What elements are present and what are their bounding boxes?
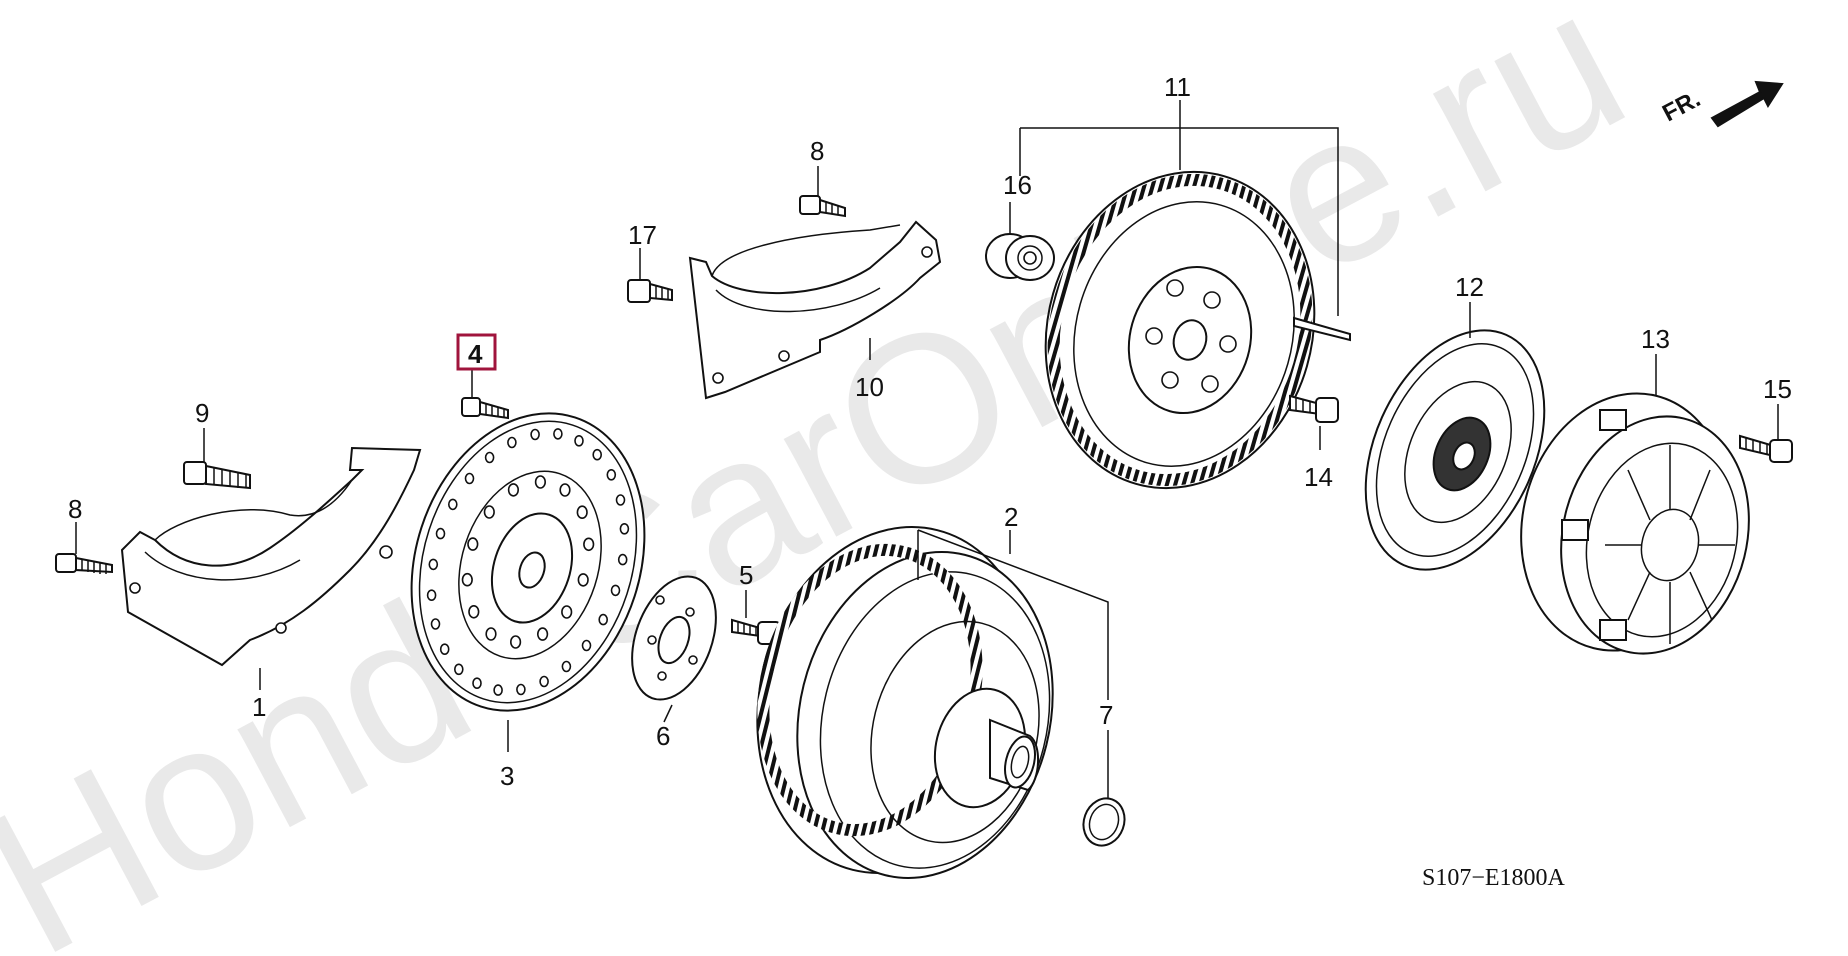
direction-label: FR. (1658, 85, 1705, 127)
part-9-bolt[interactable] (183, 461, 251, 490)
drive-plate-hole (534, 475, 547, 489)
part-11-flywheel[interactable] (1009, 140, 1351, 520)
leader-lines (75, 100, 1779, 798)
drive-plate-hole (468, 604, 480, 619)
drive-plate-hole (610, 584, 621, 597)
drive-plate-hole (577, 573, 589, 587)
drive-plate-hole (598, 613, 609, 626)
part-13-pressure-plate[interactable] (1495, 371, 1774, 674)
drive-plate-hole (507, 436, 517, 449)
part-12-clutch-disc[interactable] (1331, 302, 1580, 597)
drive-plate-hole (428, 558, 439, 571)
part-8-bolt-left[interactable] (55, 553, 113, 574)
drive-plate-hole (530, 428, 540, 441)
part-3-drive-plate[interactable] (375, 383, 682, 741)
drive-plate-hole (559, 483, 571, 497)
drive-plate-hole (509, 635, 522, 649)
part-10-upper-cover[interactable] (688, 220, 942, 400)
callout-16[interactable]: 16 (1003, 170, 1032, 200)
drive-plate-hole (539, 675, 549, 688)
callout-2[interactable]: 2 (1004, 502, 1018, 532)
callout-10[interactable]: 10 (855, 372, 884, 402)
drive-plate-hole (467, 537, 479, 551)
drive-plate-hole (461, 572, 473, 587)
part-1-lower-cover[interactable] (120, 446, 422, 667)
callout-9[interactable]: 9 (195, 398, 209, 428)
drive-plate-hole (483, 505, 495, 519)
drive-plate-hole (536, 627, 549, 641)
part-2-torque-converter[interactable] (722, 498, 1087, 906)
callout-3[interactable]: 3 (500, 761, 514, 791)
diagram-code: S107−E1800A (1422, 865, 1566, 891)
callout-12[interactable]: 12 (1455, 272, 1484, 302)
callout-14[interactable]: 14 (1304, 462, 1333, 492)
drive-plate-hole (576, 505, 588, 520)
drive-plate-hole (619, 522, 630, 535)
part-6-spacer-plate[interactable] (616, 565, 731, 711)
drive-plate-hole (574, 434, 584, 447)
drive-plate-hole (592, 448, 603, 461)
drive-plate-hole (617, 553, 628, 566)
drive-plate-hole (516, 683, 526, 696)
callout-6[interactable]: 6 (656, 721, 670, 751)
drive-plate-hole (615, 494, 626, 506)
part-7-o-ring[interactable] (1077, 793, 1131, 852)
drive-plate-hole (507, 483, 520, 497)
drive-plate-hole (485, 627, 497, 641)
drive-plate-hole (430, 618, 441, 630)
drive-plate-hole (553, 428, 563, 440)
callout-11[interactable]: 11 (1164, 72, 1191, 102)
callout-15[interactable]: 15 (1763, 374, 1792, 404)
drive-plate-hole (439, 643, 450, 656)
highlight-box (456, 333, 497, 371)
drive-plate-hole (464, 472, 475, 485)
part-5-bolt[interactable] (731, 618, 781, 645)
callout-5[interactable]: 5 (739, 560, 753, 590)
drive-plate-hole (581, 639, 592, 652)
front-direction-indicator: FR. (1658, 80, 1784, 128)
callout-17[interactable]: 17 (628, 220, 657, 250)
drive-plate-hole (426, 589, 437, 602)
callout-1[interactable]: 1 (252, 692, 266, 722)
drive-plate-hole (472, 677, 482, 690)
drive-plate-hole (435, 527, 446, 540)
part-17-bolt[interactable] (627, 279, 673, 303)
drive-plate-hole (447, 498, 458, 511)
drive-plate-hole (493, 684, 503, 696)
drive-plate-hole (561, 605, 573, 619)
part-16-pilot-bearing[interactable] (985, 233, 1055, 281)
drive-plate-hole (484, 451, 495, 464)
drive-plate-hole (606, 468, 617, 481)
callout-8-top[interactable]: 8 (810, 136, 824, 166)
callout-13[interactable]: 13 (1641, 324, 1670, 354)
callout-7[interactable]: 7 (1099, 700, 1113, 730)
callouts: 1 2 3 4 5 6 7 8 8 9 10 11 12 13 14 15 16… (68, 72, 1792, 791)
part-14-bolt[interactable] (1289, 394, 1339, 423)
callout-4[interactable]: 4 (468, 339, 483, 369)
part-8-bolt-top[interactable] (799, 195, 846, 218)
part-4-bolt[interactable] (461, 397, 509, 420)
drive-plate-hole (583, 537, 595, 552)
drive-plate-hole (453, 663, 464, 676)
part-15-bolt[interactable] (1739, 434, 1793, 463)
drive-plate-hole (561, 660, 572, 673)
callout-8-left[interactable]: 8 (68, 494, 82, 524)
